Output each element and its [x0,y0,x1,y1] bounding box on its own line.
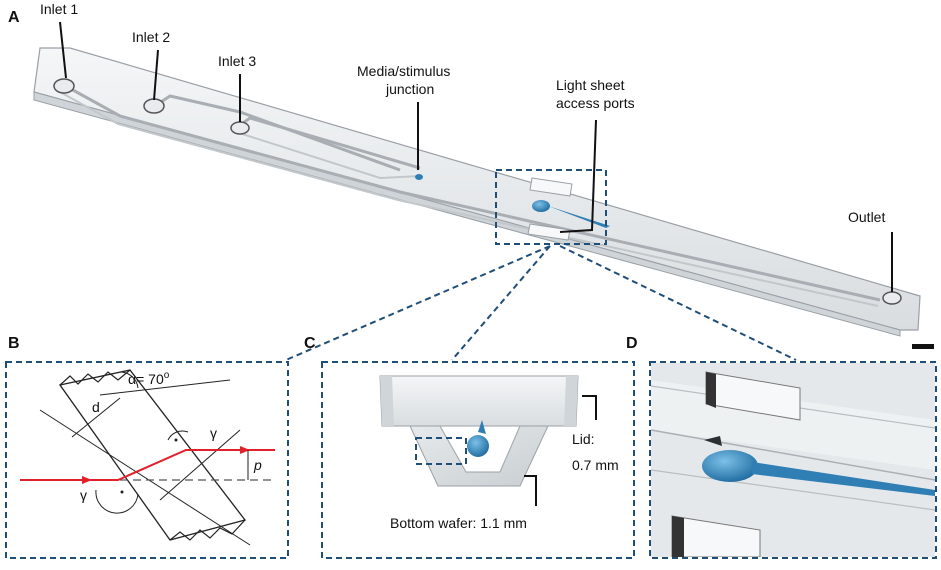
inlet3-channel-edge [235,131,421,180]
bottom-leader [524,475,537,506]
zoom-line-to-b [285,245,551,361]
glass-slab [58,369,247,541]
slab-break-top [59,369,131,386]
chip-device [33,47,921,337]
alpha-text: α= 70 [128,371,164,387]
zoom-box [495,169,607,245]
fish-closeup [702,450,758,482]
lid-label-line1: Lid: [572,431,595,447]
panel-d-frame [649,361,937,559]
lid-edge-left [380,376,394,426]
outlet-label: Outlet [848,209,885,225]
inlet2-hole [143,98,165,114]
inlet1-label: Inlet 1 [40,1,78,17]
ports-leader [559,119,597,233]
fish-tail-closeup [752,462,935,496]
fish-in-chip [532,200,550,212]
access-port-top [529,177,573,197]
panel-b-frame [5,361,289,559]
lid-block [379,375,579,427]
right-angle-dot-top [174,438,178,442]
fish-fin [478,420,486,434]
ports-label-line2: access ports [556,95,635,111]
laser-beam [20,449,275,481]
bottom-wafer-label: Bottom wafer: 1.1 mm [390,515,527,531]
panel-d-letter: D [626,335,638,352]
alpha-arc [119,371,139,389]
d-measure-line [71,397,121,438]
port-top-shadow [706,372,716,408]
panel-c-letter: C [304,335,316,352]
laser-arrow-in [82,476,92,484]
channel-edge-2 [651,469,935,511]
render-closeup [651,363,935,557]
refraction-diagram: α= 70o d γ γ p [20,369,275,546]
inlet1-leader [59,21,67,79]
gamma-arc-top [167,430,189,441]
slab-break-bottom [169,519,246,541]
junction-label-line2: junction [385,81,434,97]
gamma-label-top: γ [210,425,217,441]
junction-label-line1: Media/stimulus [357,63,450,79]
right-angle-dot-bottom [120,490,124,494]
laser-arrow-out [240,446,250,454]
main-channel [61,82,881,302]
inlet1-hole [53,78,75,94]
access-port-bottom [527,223,571,241]
channel-bracket [704,436,722,446]
scale-bar [912,344,934,349]
inlet2-label: Inlet 2 [132,29,170,45]
fish-cross-section [467,435,489,457]
junction-dot [415,174,423,180]
ports-label-line1: Light sheet [556,77,625,93]
chip-body [33,47,921,331]
port-bottom-shadow [672,516,684,557]
normal-line [159,429,241,501]
inlet3-label: Inlet 3 [218,53,256,69]
lid-leader [582,395,597,420]
zoom-line-to-c [451,245,551,361]
angle-ref-line [99,379,231,396]
inlet2-leader [153,49,159,101]
p-label: p [253,457,262,473]
lid-edge-right [564,376,578,426]
zoom-line-to-d [559,245,797,361]
main-channel-edge [59,91,879,307]
panel-c-frame [321,361,635,559]
inset-box [415,437,467,465]
guide-line-1 [39,409,251,546]
alpha-label: α= 70o [128,370,170,387]
channel-edge-1 [651,429,935,481]
outlet-hole [882,291,902,305]
panel-b-letter: B [8,335,20,352]
fish-tail-in-chip [548,206,610,228]
gamma-arc-bottom [95,489,139,514]
lid-label-line2: 0.7 mm [572,457,619,473]
panel-a-letter: A [8,9,20,26]
alpha-degree: o [164,370,170,381]
d-label: d [92,399,100,415]
gamma-label-bottom: γ [80,487,87,503]
chip-side [33,91,901,337]
cross-section: Lid: 0.7 mm Bottom wafer: 1.1 mm [379,375,619,531]
inlet3-hole [230,121,250,135]
